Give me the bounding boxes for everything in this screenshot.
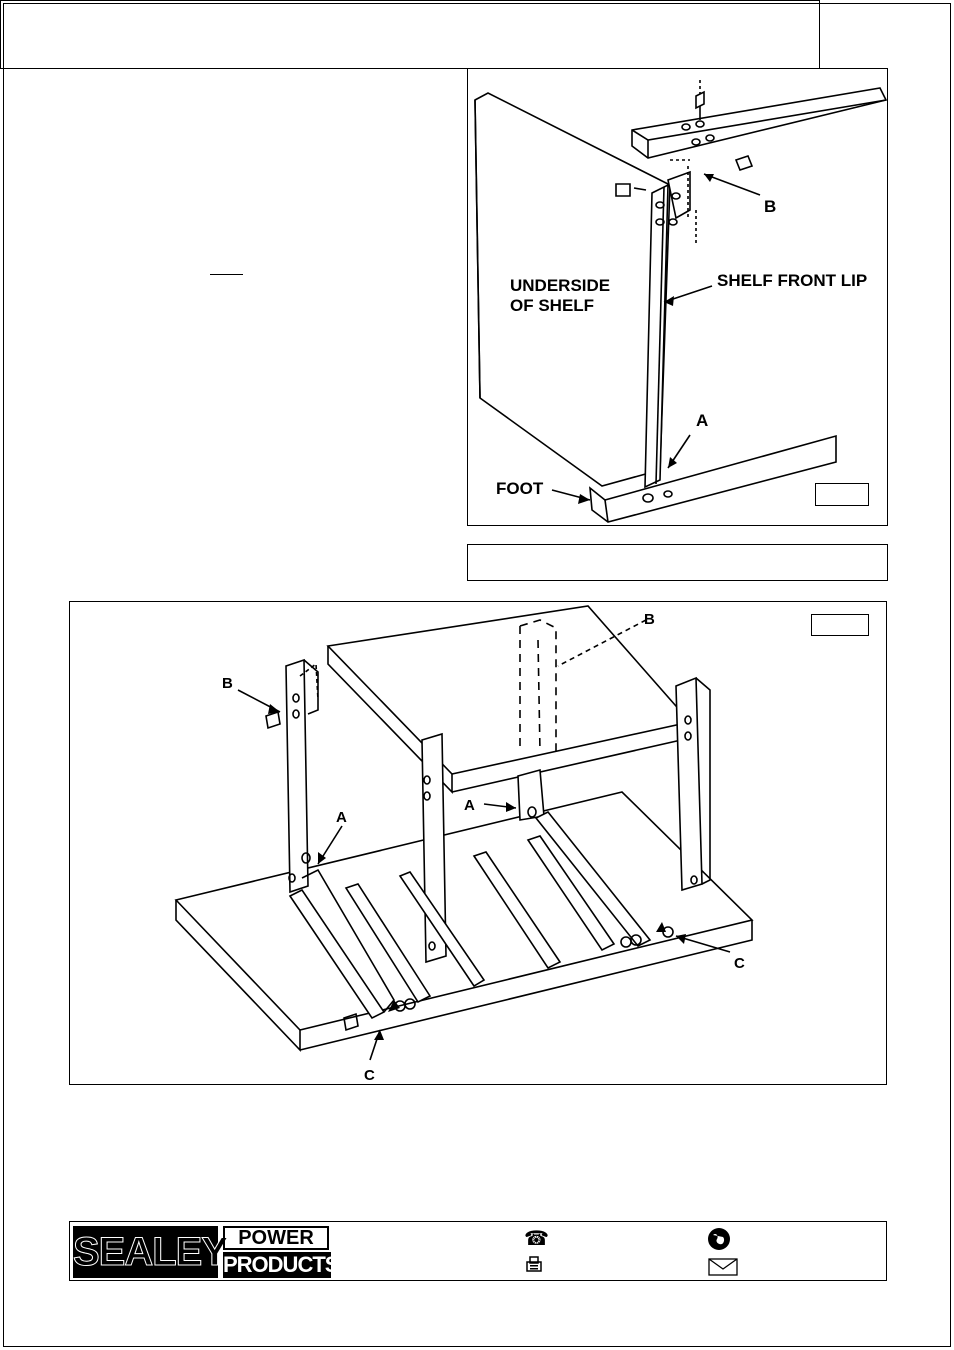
figure-1-caption-box bbox=[467, 544, 888, 581]
figure-2-number-tag bbox=[811, 614, 869, 636]
products-logo: PRODUCTS bbox=[223, 1252, 339, 1278]
footer-bar: SEALEY POWER PRODUCTS ☎ bbox=[69, 1221, 887, 1281]
globe-icon bbox=[707, 1227, 731, 1256]
envelope-icon bbox=[708, 1258, 738, 1281]
text-underline-mark bbox=[210, 274, 243, 275]
sealey-logo: SEALEY bbox=[72, 1226, 229, 1278]
fax-icon bbox=[524, 1254, 544, 1279]
telephone-icon: ☎ bbox=[524, 1228, 549, 1250]
figure-2-caption-inner-border bbox=[3, 3, 951, 1347]
power-logo: POWER bbox=[223, 1226, 329, 1250]
